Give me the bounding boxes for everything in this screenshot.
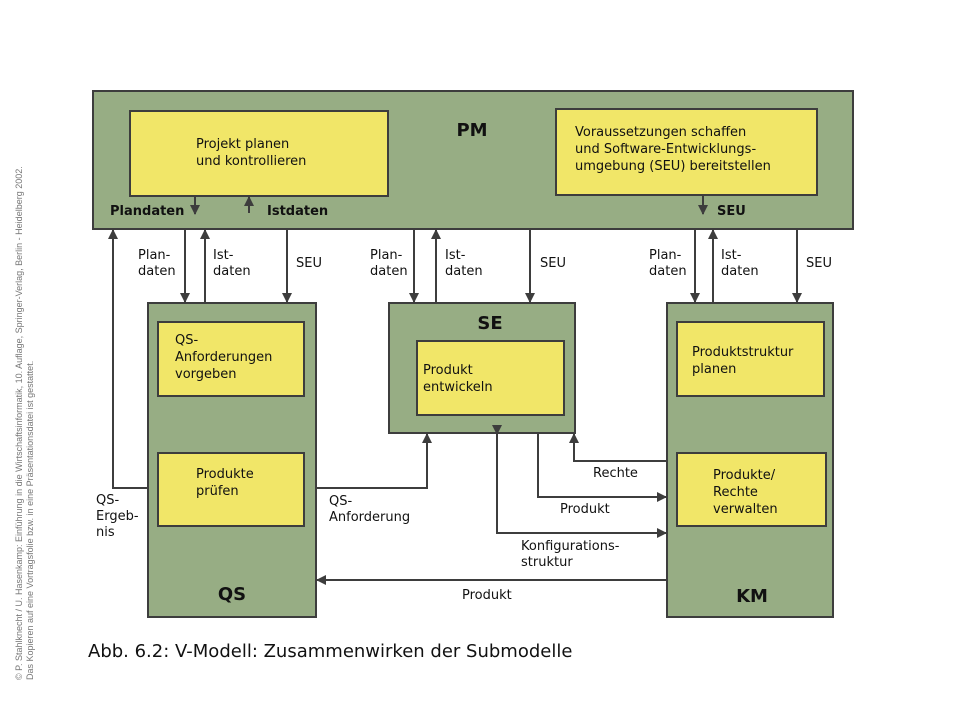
- se-dev-line-1: Produkt: [423, 363, 473, 378]
- pm-prereq-line-1: Voraussetzungen schaffen: [575, 125, 746, 140]
- qs-check-box: Produkte prüfen: [157, 452, 305, 527]
- label-konfig-1: Konfigurations-: [521, 539, 620, 554]
- label-qs-anforderung-2: Anforderung: [329, 510, 410, 525]
- se-title: SE: [477, 313, 502, 334]
- pm-prereq-box: Voraussetzungen schaffen und Software-En…: [555, 108, 818, 196]
- km-box: Produktstruktur planen Produkte/ Rechte …: [666, 302, 834, 618]
- label-km-ist-1: Ist-: [721, 248, 742, 263]
- qs-req-line-1: QS-: [175, 333, 198, 348]
- qs-title: QS: [218, 584, 246, 605]
- km-manage-line-1: Produkte/: [713, 468, 776, 483]
- label-se-seu: SEU: [540, 256, 566, 271]
- label-qs-ist-1: Ist-: [213, 248, 234, 263]
- label-qs-anforderung-1: QS-: [329, 494, 352, 509]
- pm-planning-line-1: Projekt planen: [196, 137, 289, 152]
- copyright-note: © P. Stahlknecht / U. Hasenkamp: Einführ…: [14, 166, 36, 680]
- label-qs-plan-2: daten: [138, 264, 176, 279]
- label-km-seu: SEU: [806, 256, 832, 271]
- qs-req-line-3: vorgeben: [175, 367, 237, 382]
- arrow-km-rechte-to-se: [569, 433, 667, 462]
- label-se-ist-2: daten: [445, 264, 483, 279]
- arrow-qs-anforderung-to-se: [316, 433, 432, 489]
- km-struct-line-1: Produktstruktur: [692, 345, 794, 360]
- se-dev-line-2: entwickeln: [423, 380, 493, 395]
- flow-labels-qs: Plan- daten Ist- daten SEU: [138, 248, 322, 279]
- flow-labels-se: Plan- daten Ist- daten SEU: [370, 248, 566, 279]
- se-develop-box: Produkt entwickeln: [416, 340, 565, 416]
- pm-plandaten-label: Plandaten: [110, 204, 184, 219]
- arrow-konfigurationsstruktur: [492, 425, 667, 538]
- label-rechte: Rechte: [593, 466, 638, 481]
- figure-caption: Abb. 6.2: V-Modell: Zusammenwirken der S…: [88, 641, 573, 662]
- km-manage-line-2: Rechte: [713, 485, 758, 500]
- arrow-se-produkt-to-km: [537, 433, 667, 502]
- label-produkt-se-km: Produkt: [560, 502, 610, 517]
- pm-seu-label: SEU: [717, 204, 746, 219]
- pm-prereq-line-3: umgebung (SEU) bereitstellen: [575, 159, 771, 174]
- pm-planning-line-2: und kontrollieren: [196, 154, 306, 169]
- km-manage-line-3: verwalten: [713, 502, 778, 517]
- arrow-qs-ergebnis-to-pm: [108, 229, 148, 489]
- label-qs-ergebnis-1: QS-: [96, 493, 119, 508]
- label-konfig-2: struktur: [521, 555, 573, 570]
- label-km-plan-1: Plan-: [649, 248, 682, 263]
- label-produkt-km-qs: Produkt: [462, 588, 512, 603]
- km-title: KM: [736, 586, 768, 607]
- pm-prereq-line-2: und Software-Entwicklungs-: [575, 142, 756, 157]
- qs-box: QS- Anforderungen vorgeben Produkte prüf…: [147, 302, 317, 618]
- label-se-ist-1: Ist-: [445, 248, 466, 263]
- label-km-ist-2: daten: [721, 264, 759, 279]
- pm-box: PM Projekt planen und kontrollieren Vora…: [92, 90, 854, 230]
- se-box: SE Produkt entwickeln: [388, 302, 576, 434]
- label-se-plan-1: Plan-: [370, 248, 403, 263]
- qs-check-line-1: Produkte: [196, 467, 254, 482]
- pm-planning-box: Projekt planen und kontrollieren: [129, 110, 389, 197]
- label-qs-seu: SEU: [296, 256, 322, 271]
- label-qs-ergebnis-3: nis: [96, 525, 115, 540]
- label-qs-plan-1: Plan-: [138, 248, 171, 263]
- qs-req-line-2: Anforderungen: [175, 350, 272, 365]
- qs-requirements-box: QS- Anforderungen vorgeben: [157, 321, 305, 397]
- km-struct-line-2: planen: [692, 362, 736, 377]
- label-se-plan-2: daten: [370, 264, 408, 279]
- pm-istdaten-label: Istdaten: [267, 204, 328, 219]
- km-structure-box: Produktstruktur planen: [676, 321, 825, 397]
- pm-title: PM: [456, 120, 487, 141]
- label-km-plan-2: daten: [649, 264, 687, 279]
- copyright-line-1: © P. Stahlknecht / U. Hasenkamp: Einführ…: [14, 166, 24, 680]
- label-qs-ergebnis-2: Ergeb-: [96, 509, 139, 524]
- qs-check-line-2: prüfen: [196, 484, 239, 499]
- flow-labels-km: Plan- daten Ist- daten SEU: [649, 248, 832, 279]
- copyright-line-2: Das Kopieren auf eine Vortragsfolie bzw.…: [25, 360, 35, 680]
- km-manage-box: Produkte/ Rechte verwalten: [676, 452, 827, 527]
- label-qs-ist-2: daten: [213, 264, 251, 279]
